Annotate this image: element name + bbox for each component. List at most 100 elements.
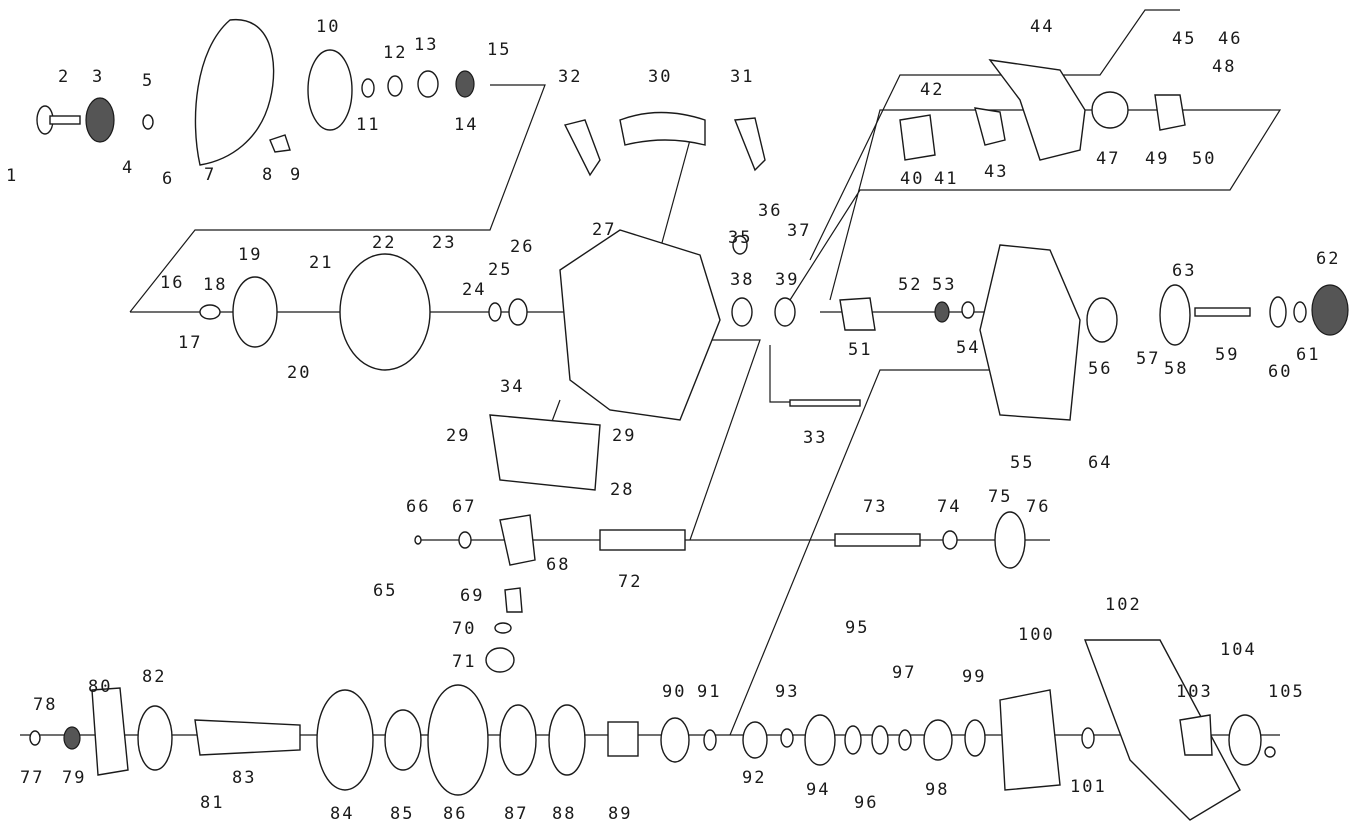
- label-36: 36: [758, 201, 782, 221]
- label-68: 68: [546, 555, 570, 575]
- label-74: 74: [937, 497, 961, 517]
- label-5: 5: [142, 71, 154, 91]
- label-90: 90: [662, 682, 686, 702]
- label-31: 31: [730, 67, 754, 87]
- label-72: 72: [618, 572, 642, 592]
- label-105: 105: [1268, 682, 1305, 702]
- label-61: 61: [1296, 345, 1320, 365]
- label-11: 11: [356, 115, 380, 135]
- label-103: 103: [1176, 682, 1213, 702]
- label-50: 50: [1192, 149, 1216, 169]
- label-92: 92: [742, 768, 766, 788]
- label-57: 57: [1136, 349, 1160, 369]
- label-91: 91: [697, 682, 721, 702]
- label-19: 19: [238, 245, 262, 265]
- label-1: 1: [6, 166, 18, 186]
- label-2: 2: [58, 67, 70, 87]
- label-24: 24: [462, 280, 486, 300]
- label-29: 29: [446, 426, 470, 446]
- label-66: 66: [406, 497, 430, 517]
- label-102: 102: [1105, 595, 1142, 615]
- label-27: 27: [592, 220, 616, 240]
- label-34: 34: [500, 377, 524, 397]
- label-28: 28: [610, 480, 634, 500]
- label-41: 41: [934, 169, 958, 189]
- label-43: 43: [984, 162, 1008, 182]
- label-83: 83: [232, 768, 256, 788]
- label-17: 17: [178, 333, 202, 353]
- label-47: 47: [1096, 149, 1120, 169]
- label-75: 75: [988, 487, 1012, 507]
- label-10: 10: [316, 17, 340, 37]
- label-101: 101: [1070, 777, 1107, 797]
- label-20: 20: [287, 363, 311, 383]
- label-85: 85: [390, 804, 414, 824]
- label-63: 63: [1172, 261, 1196, 281]
- label-70: 70: [452, 619, 476, 639]
- label-23: 23: [432, 233, 456, 253]
- label-53: 53: [932, 275, 956, 295]
- label-49: 49: [1145, 149, 1169, 169]
- label-54: 54: [956, 338, 980, 358]
- part-number-labels: 1 2 3 4 5 6 7 8 9 10 11 12 13 14 15 16 1…: [6, 17, 1340, 824]
- label-45: 45: [1172, 29, 1196, 49]
- label-38: 38: [730, 270, 754, 290]
- parts: [29, 19, 1349, 821]
- label-37: 37: [787, 221, 811, 241]
- label-26: 26: [510, 237, 534, 257]
- label-98: 98: [925, 780, 949, 800]
- label-104: 104: [1220, 640, 1257, 660]
- label-78: 78: [33, 695, 57, 715]
- label-16: 16: [160, 273, 184, 293]
- label-21: 21: [309, 253, 333, 273]
- label-7: 7: [204, 165, 216, 185]
- label-59: 59: [1215, 345, 1239, 365]
- label-62: 62: [1316, 249, 1340, 269]
- label-82: 82: [142, 667, 166, 687]
- label-58: 58: [1164, 359, 1188, 379]
- label-99: 99: [962, 667, 986, 687]
- label-94: 94: [806, 780, 830, 800]
- label-15: 15: [487, 40, 511, 60]
- label-81: 81: [200, 793, 224, 813]
- label-65: 65: [373, 581, 397, 601]
- label-64: 64: [1088, 453, 1112, 473]
- label-88: 88: [552, 804, 576, 824]
- label-14: 14: [454, 115, 478, 135]
- label-79: 79: [62, 768, 86, 788]
- label-89: 89: [608, 804, 632, 824]
- label-12: 12: [383, 43, 407, 63]
- label-96: 96: [854, 793, 878, 813]
- label-8: 8: [262, 165, 274, 185]
- label-13: 13: [414, 35, 438, 55]
- label-52: 52: [898, 275, 922, 295]
- label-4: 4: [122, 158, 134, 178]
- label-51: 51: [848, 340, 872, 360]
- label-80: 80: [88, 677, 112, 697]
- label-39: 39: [775, 270, 799, 290]
- label-69: 69: [460, 586, 484, 606]
- label-84: 84: [330, 804, 354, 824]
- label-55: 55: [1010, 453, 1034, 473]
- label-9: 9: [290, 165, 302, 185]
- label-100: 100: [1018, 625, 1055, 645]
- label-3: 3: [92, 67, 104, 87]
- label-48: 48: [1212, 57, 1236, 77]
- label-60: 60: [1268, 362, 1292, 382]
- label-25: 25: [488, 260, 512, 280]
- label-93: 93: [775, 682, 799, 702]
- label-18: 18: [203, 275, 227, 295]
- label-77: 77: [20, 768, 44, 788]
- label-42: 42: [920, 80, 944, 100]
- label-67: 67: [452, 497, 476, 517]
- label-30: 30: [648, 67, 672, 87]
- label-71: 71: [452, 652, 476, 672]
- label-86: 86: [443, 804, 467, 824]
- label-33: 33: [803, 428, 827, 448]
- label-56: 56: [1088, 359, 1112, 379]
- label-46: 46: [1218, 29, 1242, 49]
- label-32: 32: [558, 67, 582, 87]
- label-73: 73: [863, 497, 887, 517]
- label-44: 44: [1030, 17, 1054, 37]
